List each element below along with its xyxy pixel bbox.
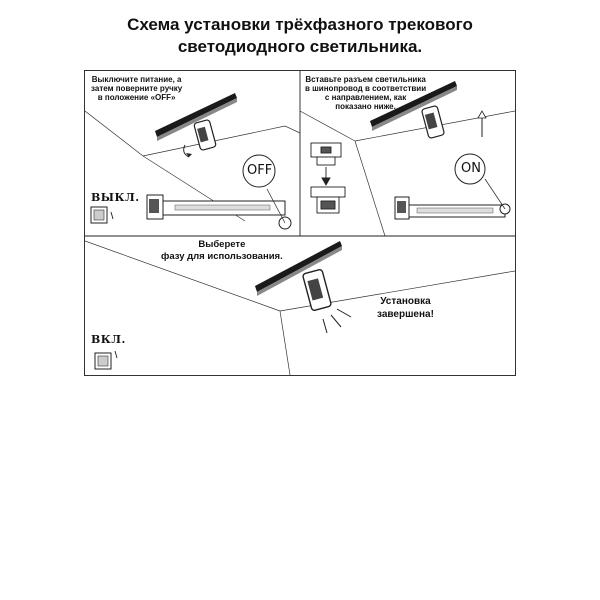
switch-on-label: ВКЛ. [91,333,126,346]
page-title: Схема установки трёхфазного трекового св… [0,14,600,58]
step1-instructions: Выключите питание, а затем поверните руч… [91,75,182,102]
wall-switch-icon-on [94,350,118,370]
step4-line-2: завершена! [377,309,434,320]
off-bubble-text: OFF [247,163,273,178]
installation-diagram: Выключите питание, а затем поверните руч… [84,70,516,376]
step3-line-1: Выберете [198,239,246,250]
linear-fixture-step2 [394,178,511,220]
panel-dividers [85,71,515,237]
wall-switch-icon [90,206,114,224]
diagram-drawing [85,71,515,375]
track-fixture-bottom [255,241,352,334]
connector-detail [310,142,346,214]
step2-line-4: показано ниже. [335,102,396,111]
rotate-arrow-icon [183,144,190,158]
step1-line-1: Выключите питание, а [91,75,182,84]
step1-line-3: в положение «OFF» [97,93,176,102]
title-line-1: Схема установки трёхфазного трекового [127,15,473,34]
step4-line-1: Установка [380,296,431,307]
on-bubble [454,153,486,185]
off-bubble [242,154,276,188]
room-lines-bottom [85,240,515,375]
step3-instructions: Выберете фазу для использования. [161,239,283,263]
switch-off-label: ВЫКЛ. [91,191,140,204]
step2-line-1: Вставьте разъем светильника [305,75,426,84]
linear-fixture-step1 [146,188,292,230]
step4-message: Установка завершена! [377,295,434,321]
light-beam-icon [322,308,352,334]
step3-line-2: фазу для использования. [161,251,283,262]
title-line-2: светодиодного светильника. [177,37,423,56]
step2-line-3: с направлением, как [324,93,407,102]
track-fixture-step2 [370,81,487,139]
on-bubble-text: ON [461,161,481,176]
track-fixture-step1 [155,93,237,158]
step2-line-2: в шинопровод в соответствии [305,84,427,93]
step2-instructions: Вставьте разъем светильника в шинопровод… [305,75,426,111]
step1-line-2: затем поверните ручку [91,84,183,93]
